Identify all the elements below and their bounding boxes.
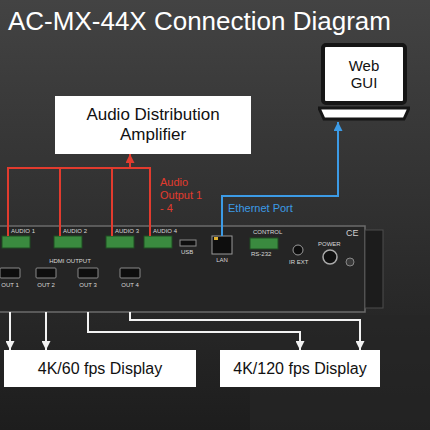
- power-jack: [323, 250, 337, 264]
- usb-port: [180, 240, 196, 246]
- amplifier-box: Audio Distribution Amplifier: [55, 96, 251, 154]
- port-label: POWER: [318, 241, 341, 248]
- port-label: OUT 3: [79, 282, 97, 289]
- port-label: AUDIO 3: [115, 228, 139, 235]
- panel-text: CONTROL: [253, 229, 282, 236]
- port-label: AUDIO 2: [63, 228, 87, 235]
- ground-screw: [346, 258, 354, 266]
- port-label: OUT 4: [121, 282, 139, 289]
- port-label: RS-232: [251, 251, 271, 258]
- port-label: LAN: [216, 257, 228, 264]
- chassis-panel: [0, 226, 365, 312]
- port-label: OUT 2: [37, 282, 55, 289]
- audio-connector: [130, 154, 150, 226]
- node-text: 4K/60 fps Display: [38, 359, 163, 378]
- lan-led: [214, 237, 218, 240]
- audio-wires: [7, 168, 151, 236]
- hdmi-ports: [0, 268, 140, 278]
- diagram-title: AC-MX-44X Connection Diagram: [8, 6, 391, 37]
- screen-area: Web GUI: [318, 47, 410, 101]
- laptop-icon: Web GUI: [318, 42, 410, 122]
- audio-terminals: [2, 236, 172, 248]
- hdmi-connector: [45, 312, 47, 350]
- port-label: CE: [346, 228, 359, 238]
- hdmi-wire: [9, 312, 11, 350]
- node-text: Web GUI: [340, 57, 388, 91]
- display-box: 4K/120 fps Display: [220, 350, 380, 387]
- lan-port: [212, 236, 232, 254]
- hdmi-connector: [130, 312, 360, 350]
- ir-jack: [293, 245, 303, 255]
- port-label: USB: [181, 249, 193, 256]
- edge-label: Audio Output 1 - 4: [160, 176, 204, 215]
- rs232-terminal: [250, 238, 278, 249]
- display-box: 4K/60 fps Display: [4, 350, 196, 387]
- node-text: 4K/120 fps Display: [233, 359, 366, 378]
- port-label: AUDIO 1: [11, 228, 35, 235]
- matrix-panel: HDMI OUTPUT CONTROL: [0, 226, 365, 312]
- node-text: Audio Distribution Amplifier: [65, 105, 241, 145]
- chassis-ear: [365, 230, 383, 308]
- hdmi-wire: [88, 312, 300, 350]
- port-label: IR EXT: [289, 259, 308, 266]
- lan-wire: [221, 226, 223, 236]
- panel-text: HDMI OUTPUT: [49, 258, 91, 265]
- port-label: OUT 1: [1, 282, 19, 289]
- port-label: AUDIO 4: [153, 228, 177, 235]
- edge-label: Ethernet Port: [228, 202, 293, 215]
